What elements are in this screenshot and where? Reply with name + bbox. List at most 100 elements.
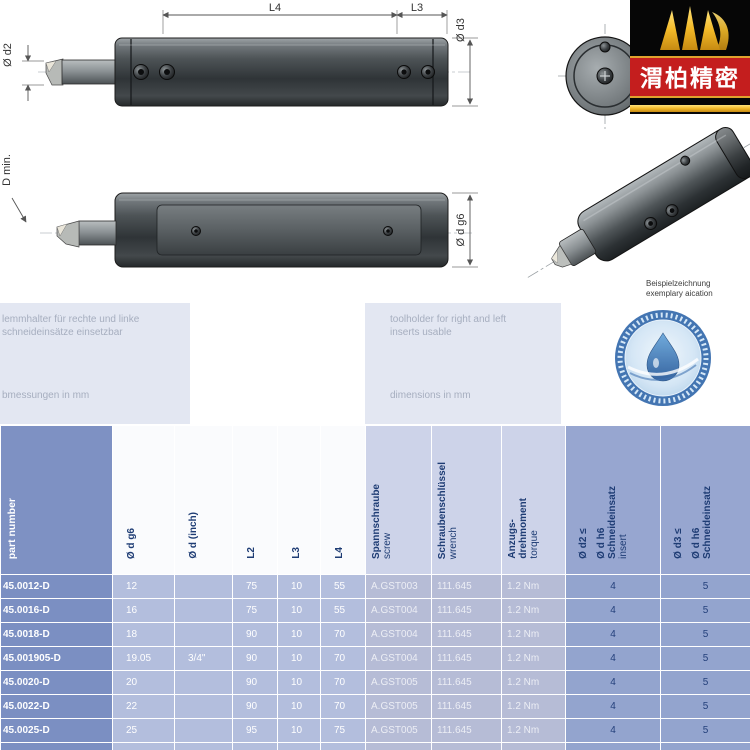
cell-screw: A.GST004 [365,598,432,623]
cutting-insert [45,60,57,73]
cell-l3: 10 [277,646,321,671]
clamp-screws [133,64,435,80]
header-label-de: Schraubenschlüssel [437,461,448,559]
cell-d2: 4 [565,694,661,719]
side-view-bottom: D min. Ø d g6 [1,154,478,268]
col-header-d3-insert: Ø d3 ≤ Ø d h6 Schneideinsatz [660,425,750,575]
cell-d_g6: 19.05 [112,646,175,671]
cell-d_g6: 22 [112,694,175,719]
cell-d_inch: 3/4" [174,646,233,671]
cell-d2: 4 [565,574,661,599]
spec-table-grid: part number Ø d g6 Ø d (inch) L2 L3 L4 [0,425,750,750]
col-header-torque: Anzugs- drehmoment torque [501,425,566,575]
cell-l3: 10 [277,598,321,623]
cell-d_g6: 20 [112,670,175,695]
spec-table: part number Ø d g6 Ø d (inch) L2 L3 L4 [0,425,750,750]
cell-d2: 4 [565,718,661,743]
cell-d_g6: 25.4 [112,742,175,750]
description-en: toolholder for right and left inserts us… [390,313,506,339]
cell-part: 45.0025-D [0,718,113,743]
cell-d3: 5 [660,694,750,719]
cell-d_inch [174,694,233,719]
dim-label-l3: L3 [411,2,423,14]
cell-d3: 5 [660,574,750,599]
header-label: Ø d g6 [126,527,137,559]
brand-logo: 渭柏精密 [630,0,750,114]
cell-l3: 10 [277,622,321,647]
header-label: L3 [291,547,302,559]
header-label: Schneideinsatz [702,486,713,559]
cell-screw: A.GST003 [365,574,432,599]
brand-text: 渭柏精密 [640,65,740,91]
header-label-en: screw [382,532,393,559]
watermark-stamp-icon [615,310,711,406]
cell-d_g6: 12 [112,574,175,599]
col-header-d-g6: Ø d g6 [112,425,175,575]
logo-emblem-icon [660,6,729,50]
cell-wrench: 111.645 [431,718,502,743]
col-header-l2: L2 [232,425,278,575]
table-header-row: part number Ø d g6 Ø d (inch) L2 L3 L4 [0,425,750,575]
col-header-screw: Spannschraube screw [365,425,432,575]
dim-label-d2: Ø d2 [2,43,14,67]
cell-d_inch [174,622,233,647]
stamp-rim-text [617,312,709,404]
cell-part: 45.001905-D [0,646,113,671]
cell-screw: A.GST005 [365,718,432,743]
description-panel-en [365,303,561,424]
description-en-line1: toolholder for right and left [390,314,507,325]
dimension-lines [11,194,474,266]
col-header-l3: L3 [277,425,321,575]
cell-d3: 5 [660,742,750,750]
dimensions-note-en: dimensions in mm [390,390,471,401]
cell-screw: A.GST004 [365,646,432,671]
cell-torque: 1.2 Nm [501,742,566,750]
side-view-top: L4 L3 Ø d3 Ø d2 [2,2,478,107]
extension-lines [452,192,478,268]
description-de-line2: schneideinsätze einsetzbar [2,327,123,338]
cell-wrench: 111.645 [431,646,502,671]
perspective-view [527,126,750,278]
cell-l2: 90 [232,694,278,719]
header-label-en: wrench [448,526,459,559]
cell-d3: 5 [660,598,750,623]
col-header-part-number: part number [0,425,113,575]
cell-d2: 4 [565,598,661,623]
caption-en: exemplary aication [646,289,713,298]
cell-l2: 90 [232,670,278,695]
cell-wrench: 111.645 [431,598,502,623]
dim-label-d-min: D min. [1,154,13,186]
header-label: Ø d3 ≤ [673,528,684,560]
header-label-de: drehmoment [518,498,529,559]
cell-d_inch [174,670,233,695]
cell-torque: 1.2 Nm [501,574,566,599]
cell-d2: 4 [565,742,661,750]
cell-d_inch [174,574,233,599]
header-label: L4 [334,547,345,559]
cell-wrench: 111.645 [431,694,502,719]
cell-l2: 75 [232,574,278,599]
cell-part: 45.0020-D [0,670,113,695]
technical-drawings: L4 L3 Ø d3 Ø d2 D min. Ø d g6 [1,2,750,278]
cell-l2: 75 [232,598,278,623]
cell-d_g6: 16 [112,598,175,623]
cell-wrench: 111.645 [431,742,502,750]
drawing-caption: Beispielzeichnung exemplary aication [646,279,713,299]
cell-torque: 1.2 Nm [501,694,566,719]
header-label: L2 [246,547,257,559]
header-label-en: insert [618,534,629,559]
header-label: part number [6,497,18,559]
cutting-insert-3d [551,249,558,264]
cell-part: 45.0012-D [0,574,113,599]
cell-l4: 70 [320,622,366,647]
col-header-wrench: Schraubenschlüssel wrench [431,425,502,575]
header-label: Ø d2 ≤ [578,528,589,560]
cell-l3: 10 [277,718,321,743]
cell-d2: 4 [565,622,661,647]
